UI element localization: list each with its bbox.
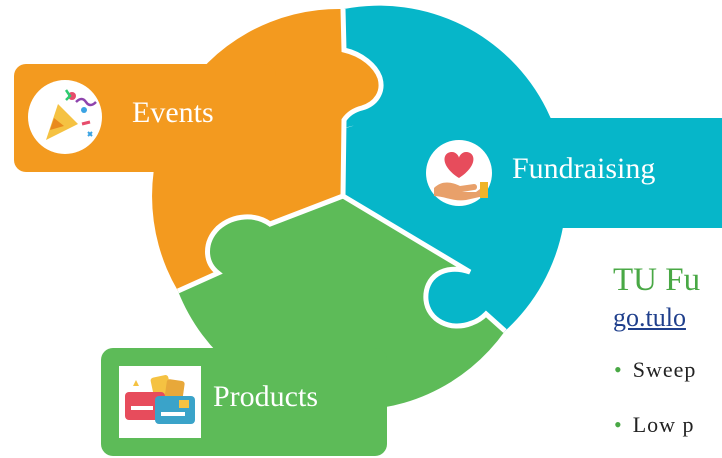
bullet-text: Sweep [632, 357, 697, 382]
party-popper-icon [28, 80, 102, 154]
fundraising-label: Fundraising [512, 152, 656, 185]
panel-link[interactable]: go.tulo [613, 303, 686, 332]
events-label: Events [132, 96, 214, 129]
bullet-dot: • [614, 412, 623, 437]
heart-in-hand-icon [426, 140, 492, 206]
panel-title: TU Fu [613, 262, 701, 298]
fundraising-label-box: Fundraising [410, 118, 722, 228]
seam-fundraising-products [341, 193, 507, 333]
events-label-box: Events [14, 64, 276, 172]
cards-and-tickets-icon [119, 366, 201, 438]
bullet-item: • Sweep [614, 357, 696, 383]
seam-events-fundraising [340, 8, 384, 197]
bullet-text: Low p [632, 412, 695, 437]
bullet-dot: • [614, 357, 623, 382]
bullet-item: • Low p [614, 412, 695, 438]
products-label-box: Products [101, 348, 387, 456]
seam-events-products [176, 193, 344, 294]
products-label: Products [213, 380, 318, 413]
